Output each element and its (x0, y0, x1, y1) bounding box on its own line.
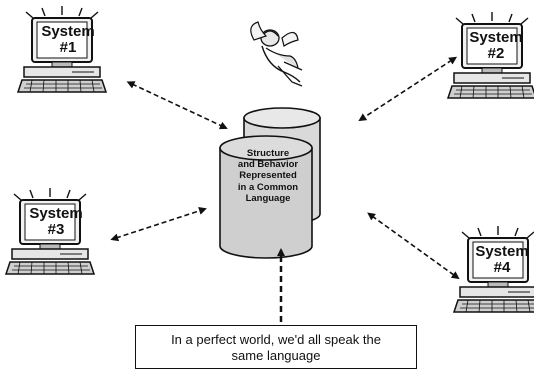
system-name: System (41, 23, 95, 40)
database-label-line: Language (245, 192, 291, 204)
system-name: System (469, 29, 523, 46)
system-number: #3 (47, 220, 65, 238)
system-number: #4 (493, 258, 511, 276)
caption-box: In a perfect world, we'd all speak the s… (135, 325, 417, 369)
database-icon (219, 107, 321, 259)
system-2-label: System #2 (468, 30, 524, 62)
database-label-line: Structure (246, 148, 290, 159)
database-label-line: in a Common (237, 181, 299, 193)
system-name: System (29, 205, 83, 222)
cherub-icon (250, 21, 303, 87)
arrow-system2-db (358, 56, 458, 122)
caption-line-1: In a perfect world, we'd all speak the (171, 332, 381, 347)
database-label-line: and Behavior (237, 159, 299, 171)
database-label: Structure and Behavior Represented in a … (222, 148, 314, 204)
database-label-line: Represented (239, 170, 297, 182)
system-3-label: System #3 (28, 206, 84, 238)
system-number: #2 (487, 44, 505, 62)
system-1-label: System #1 (40, 24, 96, 56)
system-name: System (475, 243, 529, 260)
system-number: #1 (59, 38, 77, 56)
arrow-system3-db (110, 207, 207, 242)
system-4-label: System #4 (474, 244, 530, 276)
arrow-system1-db (126, 81, 228, 130)
caption-line-2: same language (231, 347, 321, 363)
arrow-system4-db (367, 212, 460, 280)
